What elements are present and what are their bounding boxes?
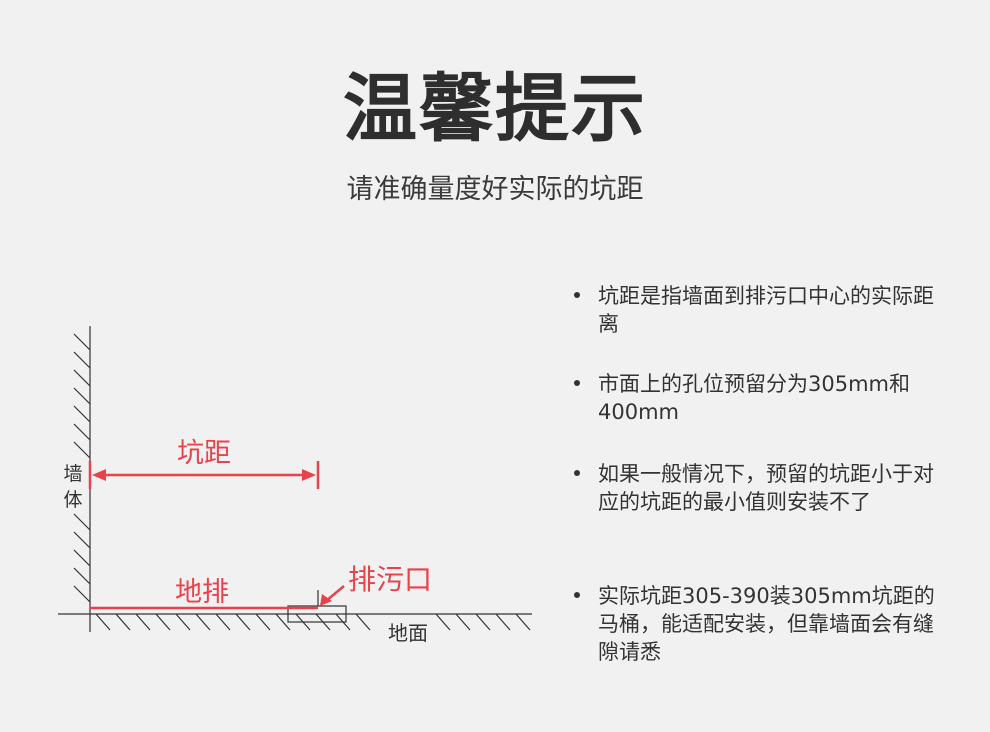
bullet-icon — [574, 592, 580, 598]
tip-item: 市面上的孔位预留分为305mm和400mm — [574, 370, 974, 426]
pit-distance-label: 坑距 — [177, 438, 231, 469]
tip-text: 坑距是指墙面到排污口中心的实际距离 — [598, 284, 934, 336]
tip-item: 实际坑距305-390装305mm坑距的马桶，能适配安装，但靠墙面会有缝隙请悉 — [574, 582, 974, 666]
page-title: 温馨提示 — [343, 66, 647, 152]
bullet-icon — [574, 470, 580, 476]
floor-label: 地面 — [388, 621, 428, 645]
page-subtitle: 请准确量度好实际的坑距 — [346, 174, 644, 205]
bullet-icon — [574, 380, 580, 386]
bullet-icon — [574, 292, 580, 298]
wall-label-line1: 墙 — [63, 463, 82, 485]
wall-label-line2: 体 — [63, 489, 82, 511]
tip-text: 市面上的孔位预留分为305mm和400mm — [598, 372, 910, 424]
tip-item: 坑距是指墙面到排污口中心的实际距离 — [574, 282, 974, 338]
outlet-pointer-arrow — [320, 585, 345, 606]
outlet-label: 排污口 — [348, 563, 432, 596]
pit-distance-arrow — [88, 461, 320, 489]
tip-text: 实际坑距305-390装305mm坑距的马桶，能适配安装，但靠墙面会有缝隙请悉 — [598, 584, 935, 664]
floor-drain-label: 地排 — [175, 577, 229, 608]
tip-item: 如果一般情况下，预留的坑距小于对应的坑距的最小值则安装不了 — [574, 460, 974, 516]
outlet-box — [287, 605, 347, 623]
tip-text: 如果一般情况下，预留的坑距小于对应的坑距的最小值则安装不了 — [598, 462, 934, 514]
